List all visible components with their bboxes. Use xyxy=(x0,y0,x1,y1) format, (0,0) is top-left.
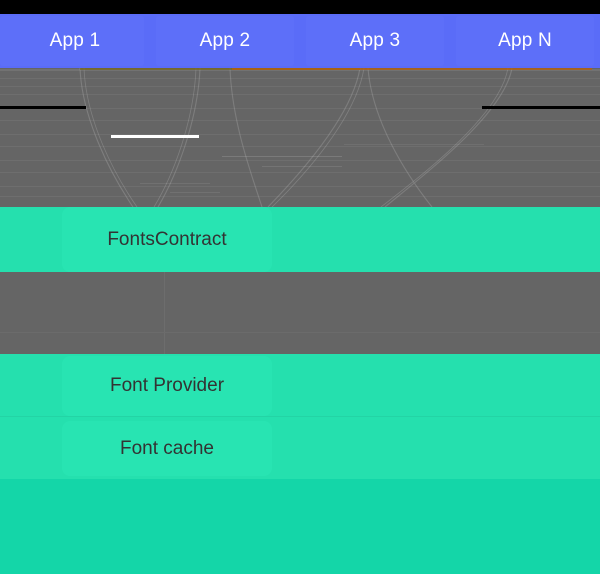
app-tab-n[interactable]: App N xyxy=(450,14,600,68)
connector-region xyxy=(0,68,600,207)
orange-streak xyxy=(232,68,592,70)
black-streak-right xyxy=(482,106,600,109)
app-tab-3-label: App 3 xyxy=(349,30,401,51)
cache-band-seam xyxy=(0,416,600,417)
black-streak-left xyxy=(0,106,86,109)
app-tab-n-card xyxy=(456,16,594,66)
app-tab-2-card xyxy=(156,16,294,66)
app-tab-n-label: App N xyxy=(498,30,552,51)
node-fontprovider-label: Font Provider xyxy=(109,375,225,396)
app-tab-2-label: App 2 xyxy=(199,30,251,51)
app-tab-2[interactable]: App 2 xyxy=(150,14,300,68)
white-streak xyxy=(111,135,199,138)
app-tab-1-card xyxy=(0,16,144,66)
app-tab-1-label: App 1 xyxy=(49,30,101,51)
layer-base-band xyxy=(0,479,600,574)
mid-gray-separator xyxy=(0,272,600,354)
mid-divider xyxy=(164,272,165,354)
node-fontcache-label: Font cache xyxy=(120,437,214,459)
connector-arcs-icon xyxy=(0,68,600,207)
node-fontscontract[interactable]: FontsContract xyxy=(62,207,272,272)
node-fontcache[interactable]: Font cache xyxy=(62,421,272,476)
app-tab-3[interactable]: App 3 xyxy=(300,14,450,68)
olive-streak xyxy=(80,68,360,70)
app-tab-1[interactable]: App 1 xyxy=(0,14,150,68)
mid-streak xyxy=(0,332,600,333)
app-tab-3-card xyxy=(306,16,444,66)
node-fontprovider[interactable]: Font Provider xyxy=(62,356,272,416)
node-fontscontract-label: FontsContract xyxy=(107,228,227,250)
top-black-strip xyxy=(0,0,600,14)
app-bar: App 1 App 2 App 3 App N xyxy=(0,14,600,68)
